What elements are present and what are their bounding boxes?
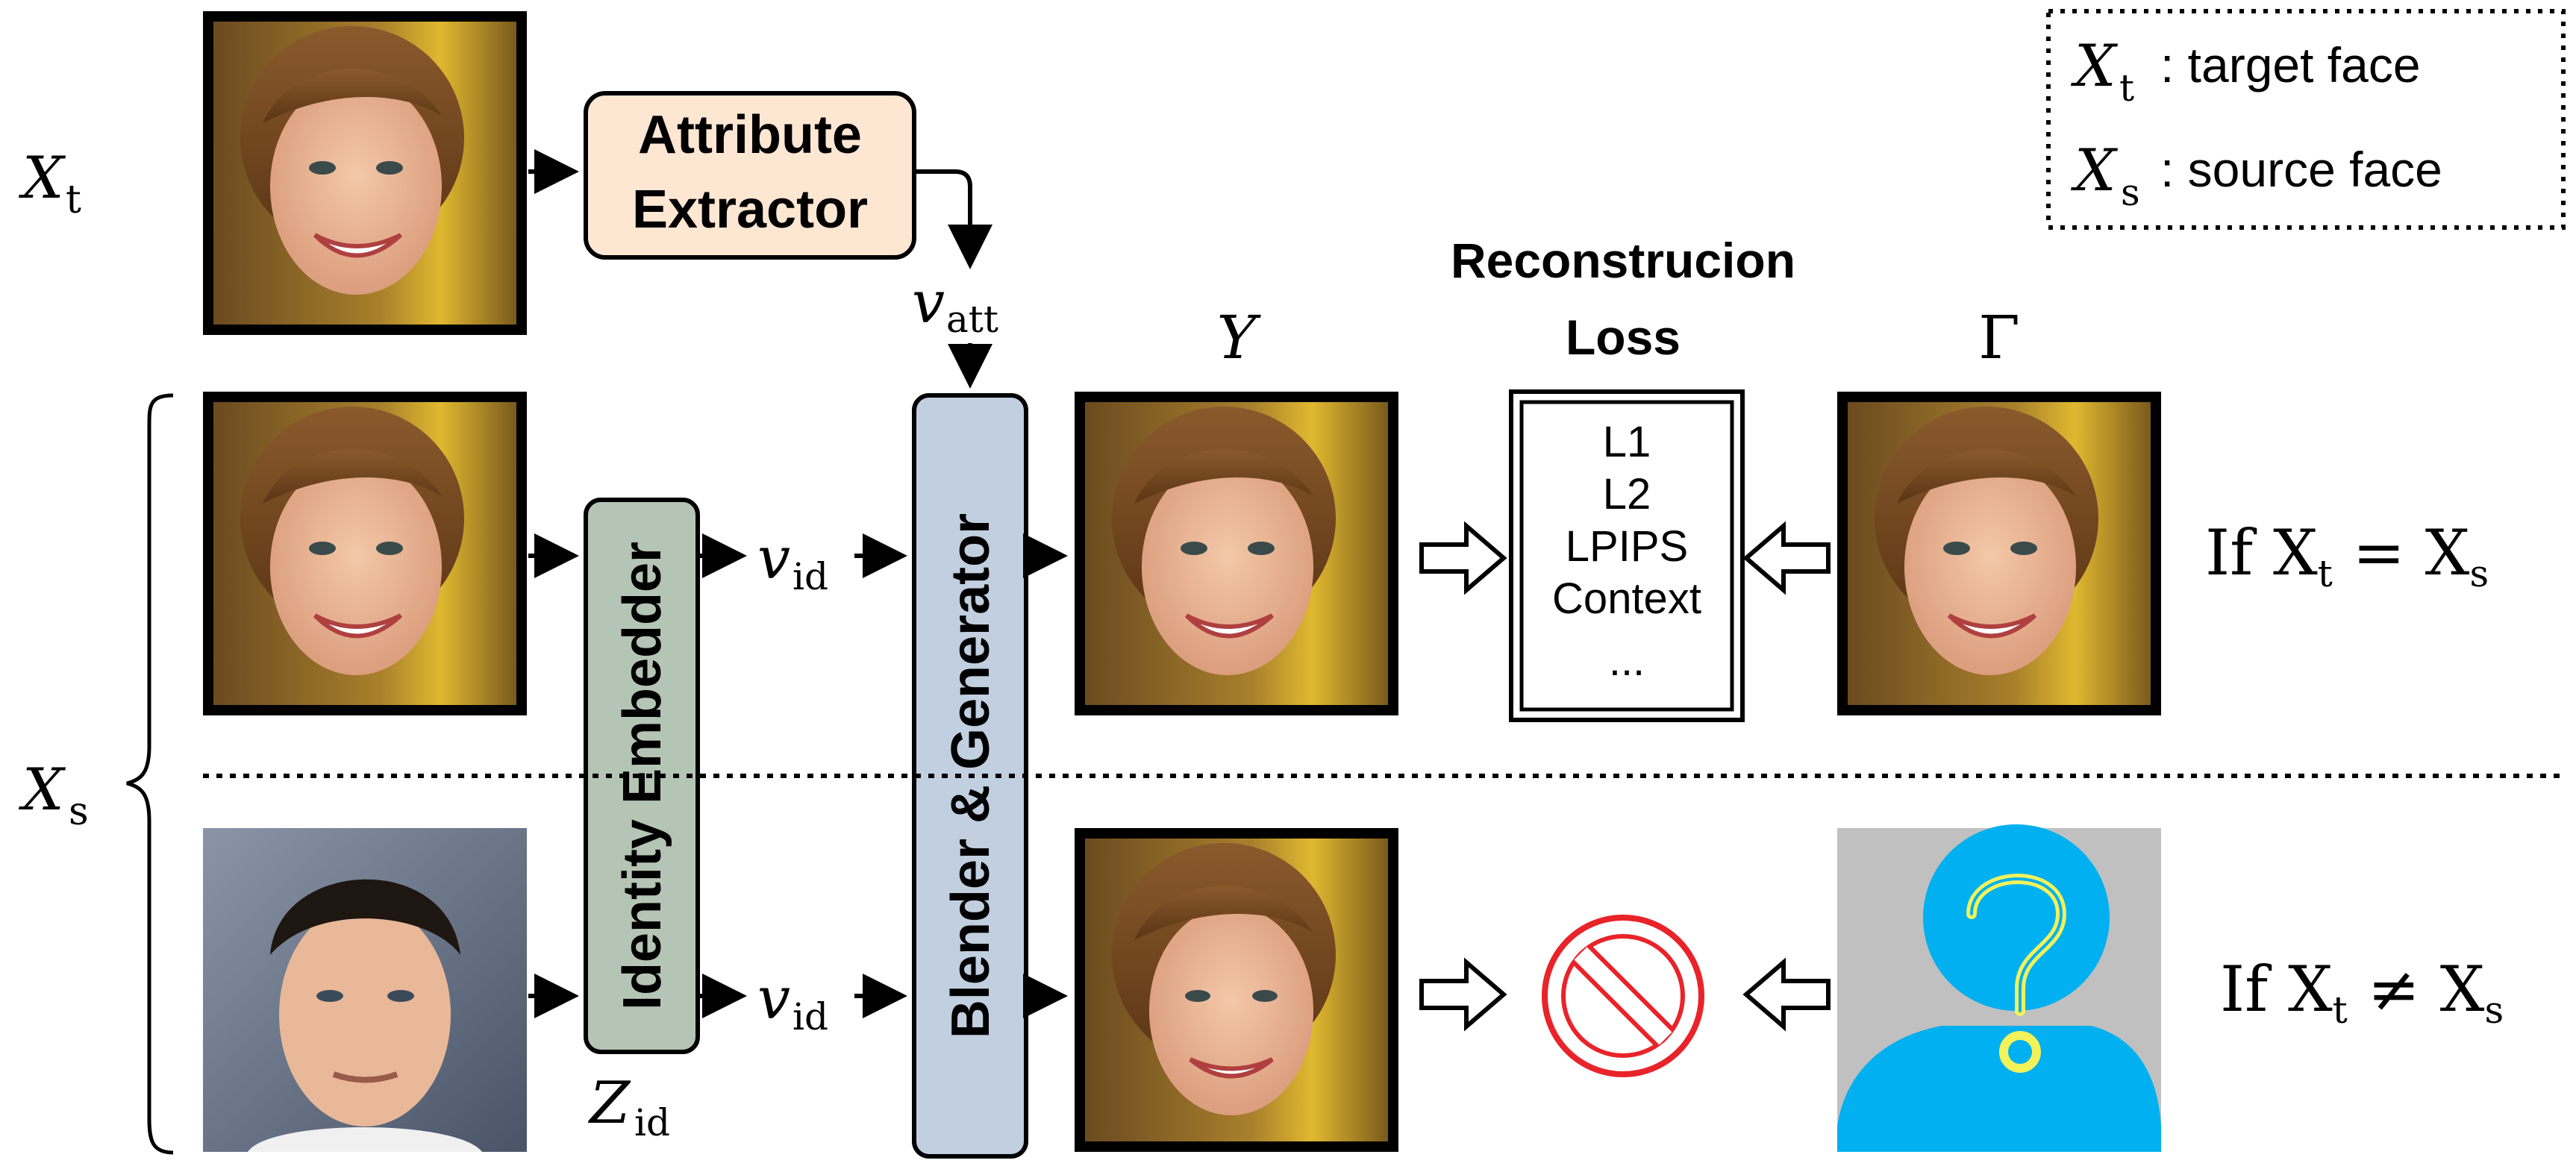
attribute-extractor-block: Attribute Extractor [584,91,916,260]
loss-title-line2: Loss [1566,310,1681,365]
reconstruction-loss: Reconstrucion Loss L1 L2 LPIPS Context .… [1451,233,1795,722]
legend-source: X s : source face [2070,137,2442,214]
xt-symbol: X [18,145,66,212]
unknown-person-icon [1837,824,2161,1152]
prohibited-icon [1542,915,1704,1077]
xs-row-label: X s [18,756,89,834]
legend-source-symbol: X [2070,137,2119,204]
v-att-subscript: att [946,298,998,341]
z-id-symbol: Z [587,1070,631,1137]
source-face-same-image [203,392,527,715]
loss-item-l2: L2 [1603,470,1651,518]
legend-target-sub: t [2119,66,2134,110]
hollow-arrow-y-to-loss [1419,521,1507,595]
loss-item-ellipsis: ... [1609,636,1645,685]
condition-equal-prefix: If X [2205,516,2318,589]
loss-item-l1: L1 [1603,418,1651,466]
condition-notequal-prefix: If X [2220,953,2333,1026]
v-att-symbol: v [912,269,945,336]
target-face-image [203,11,527,335]
condition-equal-sub1: t [2318,552,2333,595]
hollow-arrow-swapped-to-prohibited [1419,957,1507,1032]
arrow-extractor-to-vatt [916,169,992,269]
loss-item-context: Context [1552,574,1701,623]
source-face-different-image [203,828,527,1152]
ground-truth-face-image [1837,392,2161,715]
hollow-arrow-gt-to-loss [1742,521,1831,595]
xt-subscript: t [66,178,81,222]
hollow-arrow-unknown-to-prohibited [1742,957,1831,1032]
legend-source-sub: s [2121,171,2140,214]
condition-equal-op: = X [2333,516,2470,589]
v-id-bottom-subscript: id [793,995,828,1038]
condition-notequal-sub1: t [2333,988,2348,1032]
legend-target-text: : target face [2160,37,2421,93]
loss-item-lpips: LPIPS [1566,522,1688,571]
identity-embedder-block: Identity Embedder [584,498,700,1054]
legend-source-text: : source face [2160,142,2442,197]
v-id-bottom-label: v id [757,965,828,1038]
output-face-y-image [1075,392,1398,715]
v-id-bottom-symbol: v [757,965,790,1032]
z-id-label: Z id [587,1070,670,1144]
z-id-subscript: id [634,1101,670,1144]
condition-notequal-op: ≠ X [2348,953,2485,1026]
condition-notequal-sub2: s [2484,988,2504,1032]
v-id-top-symbol: v [757,525,790,592]
xs-brace [126,393,174,1155]
attribute-extractor-label-1: Attribute [638,105,862,165]
loss-title-line1: Reconstrucion [1451,233,1795,288]
xs-symbol: X [18,756,66,824]
v-id-top-subscript: id [793,555,828,598]
condition-not-equal-text: If Xt ≠ Xs [2220,953,2504,1032]
output-face-swapped-image [1075,828,1398,1152]
legend-target: X t : target face [2070,33,2421,110]
legend-target-symbol: X [2070,33,2119,100]
v-att-label: v att [912,269,998,341]
condition-equal-text: If Xt = Xs [2205,516,2489,595]
legend-box: X t : target face X s : source face [2046,9,2566,230]
xs-subscript: s [69,789,89,834]
condition-equal: If Xt = Xs [2205,516,2489,595]
condition-equal-sub2: s [2469,552,2489,595]
v-id-top-label: v id [757,525,828,598]
y-label: Y [1217,303,1262,372]
condition-not-equal: If Xt ≠ Xs [2220,953,2504,1032]
gamma-label: Γ [1978,303,2020,372]
attribute-extractor-label-2: Extractor [632,180,868,239]
xt-row-label: X t [18,145,81,222]
